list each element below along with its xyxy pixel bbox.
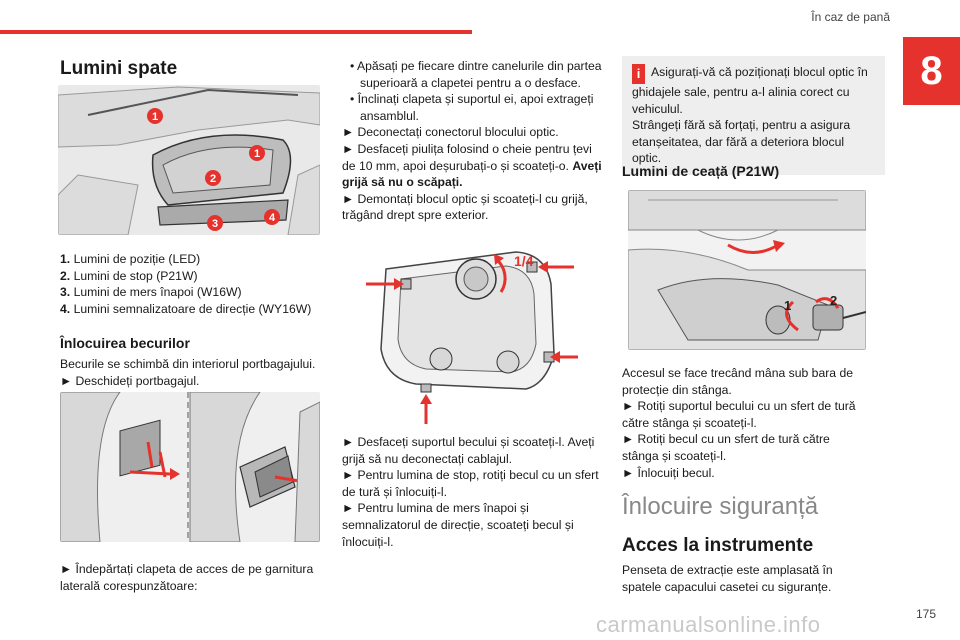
- chapter-tab: 8: [903, 37, 960, 105]
- step: ► Desfaceți suportul becului și scoateți…: [342, 435, 595, 466]
- fog-callout-2: 2: [830, 293, 837, 308]
- step: ► Rotiți becul cu un sfert de tură către…: [622, 432, 830, 463]
- bullet-item: • Apăsați pe fiecare dintre canelurile d…: [350, 59, 602, 90]
- list-item: 2. Lumini de stop (P21W): [60, 268, 198, 283]
- svg-text:4: 4: [269, 212, 276, 224]
- paragraph: ► Deschideți portbagajul.: [60, 373, 200, 388]
- callout-2: 2: [205, 170, 221, 186]
- tool-access-heading: Acces la instrumente: [622, 535, 814, 556]
- optic-block-figure: 1/4: [346, 244, 602, 426]
- paragraph: Becurile se schimbă din interiorul portb…: [60, 357, 316, 371]
- paragraph: Penseta de extracție este amplasată în s…: [622, 563, 833, 594]
- callout-1-top: 1: [147, 108, 163, 124]
- paragraph: Accesul se face trecând mâna sub bara de…: [622, 366, 854, 397]
- list-item: 1. Lumini de poziție (LED): [60, 252, 201, 266]
- header-red-bar: [0, 30, 472, 34]
- step: ► Înlocuiți becul.: [622, 465, 715, 480]
- svg-text:2: 2: [210, 173, 216, 185]
- bulb-replacement-heading: Înlocuirea becurilor: [60, 335, 190, 351]
- svg-text:3: 3: [212, 218, 218, 230]
- step: ► Rotiți suportul becului cu un sfert de…: [622, 399, 856, 430]
- col1-text-b: ► Îndepărtați clapeta de acces de pe gar…: [60, 561, 325, 594]
- list-item: 3. Lumini de mers înapoi (W16W): [60, 285, 242, 300]
- paragraph: ► Îndepărtați clapeta de acces de pe gar…: [60, 562, 314, 593]
- col3-text-b: Penseta de extracție este amplasată în s…: [622, 562, 867, 595]
- svg-text:1: 1: [254, 148, 260, 160]
- step: ► Pentru lumina de stop, rotiți becul cu…: [342, 468, 599, 499]
- quarter-turn-label: 1/4: [514, 253, 534, 269]
- callout-1-right: 1: [249, 145, 265, 161]
- fog-light-illustration: 1 2: [628, 190, 866, 350]
- step: ► Deconectați conectorul blocului optic.: [342, 125, 559, 140]
- watermark: carmanualsonline.info: [596, 612, 821, 637]
- fog-callout-1: 1: [784, 298, 791, 313]
- callout-3: 3: [207, 215, 223, 231]
- rear-lights-illustration: 1 1 2 3 4: [58, 85, 320, 235]
- svg-text:1: 1: [152, 111, 158, 123]
- fog-lights-heading: Lumini de ceață (P21W): [622, 163, 780, 179]
- col3-text-a: Accesul se face trecând mâna sub bara de…: [622, 365, 867, 481]
- bullet-item: • Înclinați clapeta și suportul ei, apoi…: [350, 92, 594, 123]
- step: ► Desfaceți piulița folosind o cheie pen…: [342, 141, 602, 190]
- access-flap-figure: [60, 392, 320, 542]
- col2-text-a: • Apăsați pe fiecare dintre canelurile d…: [342, 58, 604, 224]
- col1-text-a: Becurile se schimbă din interiorul portb…: [60, 356, 325, 389]
- access-flap-illustration: [60, 392, 320, 542]
- optic-block-illustration: 1/4: [346, 244, 602, 426]
- step: ► Pentru lumina de mers înapoi și semnal…: [342, 501, 574, 549]
- section-header: În caz de pană: [811, 10, 890, 24]
- fog-light-figure: 1 2: [628, 190, 866, 350]
- callout-4: 4: [264, 209, 280, 225]
- chapter-number: 8: [920, 48, 943, 93]
- rear-lights-figure: 1 1 2 3 4: [58, 85, 320, 235]
- section-title: Lumini spate: [60, 58, 178, 79]
- bulb-list: 1. Lumini de poziție (LED) 2. Lumini de …: [60, 251, 330, 317]
- list-item: 4. Lumini semnalizatoare de direcție (WY…: [60, 301, 312, 316]
- step: ► Demontați blocul optic și scoateți-l c…: [342, 191, 588, 223]
- fuse-replacement-title: Înlocuire siguranță: [622, 493, 819, 520]
- page-number: 175: [915, 607, 936, 621]
- info-icon: i: [632, 64, 645, 84]
- col2-text-b: ► Desfaceți suportul becului și scoateți…: [342, 434, 604, 550]
